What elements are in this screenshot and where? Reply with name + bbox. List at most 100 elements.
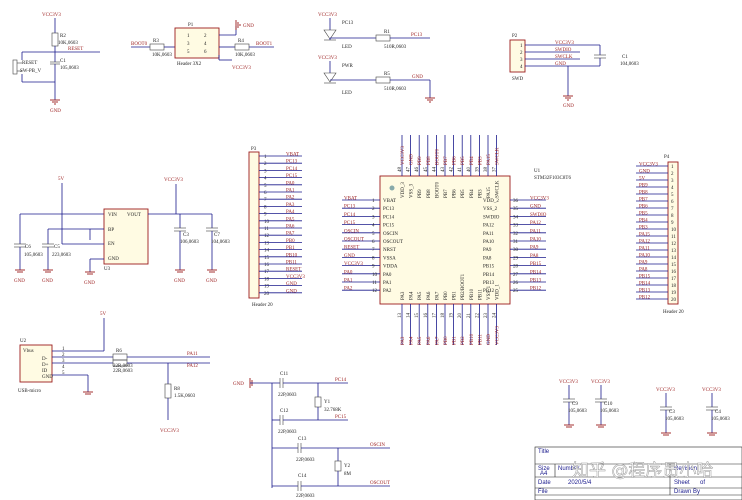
p4-net-label: PA11: [639, 247, 650, 252]
r3-ref: R3: [153, 39, 159, 44]
mcu-bottom-net: PB2: [461, 336, 466, 345]
mcu-bottom-pin: 23: [484, 313, 489, 319]
p4-pin-num: 9: [671, 221, 674, 226]
mcu-bottom-pin: 14: [407, 313, 412, 319]
tb-sheet: Sheet: [674, 480, 690, 486]
mcu-right-inner: PA9: [483, 248, 492, 253]
mcu-bottom-pin: 16: [424, 313, 429, 319]
tb-date-val: 2020/5/4: [568, 480, 592, 486]
p4-net-label: PB9: [639, 184, 648, 189]
mcu-top-pin: 46: [415, 167, 420, 173]
usb-pin-num: 1: [62, 347, 65, 352]
p4-pin-num: 1: [671, 165, 674, 170]
mcu-left-inner: PA1: [383, 281, 392, 286]
r8-ref: R8: [174, 387, 180, 392]
mcu-bottom-net: PA7: [435, 336, 440, 345]
mcu-right-pin: 31: [513, 240, 519, 245]
usb-pin: Vbus: [23, 349, 34, 354]
usb-pin: GND: [42, 375, 53, 380]
led-pwr-gnd: GND: [412, 75, 423, 80]
mcu-left-pin: 4: [372, 224, 375, 229]
mcu-top-inner: PA15: [487, 187, 492, 198]
r6-ref: R6: [116, 349, 122, 354]
mcu-top-net: PB5: [461, 156, 466, 165]
c11-ref: C11: [280, 372, 289, 377]
c12-value: 22P,0603: [278, 430, 297, 435]
mcu-left-pin: 5: [372, 232, 375, 237]
mcu-top-inner: PB3: [478, 189, 483, 198]
mcu-left-net: GND: [344, 254, 355, 259]
p3-net-label: RESET: [286, 268, 301, 273]
r2-value: 10K,0603: [58, 41, 78, 46]
mcu-right-net: PB13: [530, 279, 542, 284]
p4-net-label: PB4: [639, 219, 648, 224]
mcu-top-net: PB9: [418, 156, 423, 165]
mcu-right-inner: PA8: [483, 256, 492, 261]
p3-pin-num: 12: [264, 234, 270, 239]
tb-revision: Revision: [674, 466, 697, 472]
mcu-right-inner: PB13: [483, 281, 495, 286]
mcu-top-pin: 44: [432, 167, 437, 173]
p3-net-label: PB11: [286, 261, 297, 266]
crystal-icon: [334, 460, 342, 472]
p3-pin-num: 2: [264, 162, 267, 167]
decap-value: 105,0603: [665, 417, 684, 422]
mcu-left-inner: PC14: [383, 215, 395, 220]
led-pc13-type: LED: [342, 45, 352, 50]
usb-pin-num: 3: [62, 359, 65, 364]
p3-net-label: PB10: [286, 253, 298, 258]
p3-pin-num: 11: [264, 227, 269, 232]
mcu-right-pin: 32: [513, 232, 519, 237]
p4-net-label: GND: [639, 170, 650, 175]
gnd-label: GND: [42, 279, 53, 284]
mcu-bottom-inner: PA5: [418, 291, 423, 300]
usb-pin-num: 2: [62, 353, 65, 358]
mcu-right-inner: PA12: [483, 224, 494, 229]
usb-5v: 5V: [100, 312, 107, 317]
mcu-left-pin: 7: [372, 248, 375, 253]
mcu-bottom-pin: 24: [493, 313, 498, 319]
decap-vcc: VCC3V3: [559, 380, 578, 385]
p3-net-label: PB1: [286, 246, 295, 251]
p3-net-label: PA3: [286, 203, 295, 208]
switch-label: RESET: [22, 61, 37, 66]
mcu-left-net: RESET: [344, 246, 359, 251]
mcu-left-inner: VDDA: [383, 265, 398, 270]
mcu-left-inner: PC13: [383, 207, 395, 212]
mcu-right-net: VCC3V3: [530, 197, 549, 202]
mcu-top-pin: 37: [493, 167, 498, 173]
mcu-bottom-net: PA5: [418, 336, 423, 345]
reg-in-net: 5V: [58, 177, 65, 182]
mcu-right-net: PA8: [530, 254, 539, 259]
crystal-pc14: PC14: [335, 378, 347, 383]
swd-net: SWDIO: [555, 48, 572, 53]
p4-pin-num: 14: [671, 256, 677, 261]
p3-pin-num: 5: [264, 184, 267, 189]
gnd-label: GND: [206, 279, 217, 284]
r3-value: 10K,0603: [152, 53, 172, 58]
title-block: Title Size A4 Number Revision Date 2020/…: [534, 446, 742, 500]
mcu-left-net: PA0: [344, 270, 353, 275]
p4-net-label: PA8: [639, 268, 648, 273]
usb-pa12: PA12: [187, 364, 198, 369]
decap-vcc: VCC3V3: [656, 388, 675, 393]
ground-icon: [50, 99, 60, 105]
p1-gnd: GND: [243, 24, 254, 29]
p2-body: [509, 39, 526, 73]
mcu-bottom-inner: PA6: [427, 291, 432, 300]
p3-pin-num: 18: [264, 277, 270, 282]
regulator-u3: 5V VIN BP EN GND VOUT U3 C6 105,0603 C5 …: [14, 177, 230, 286]
p4-net-label: PB6: [639, 205, 648, 210]
mcu-left-inner: PA2: [383, 289, 392, 294]
p3-pin-num: 20: [264, 292, 270, 297]
mcu-bottom-inner: PA3: [401, 291, 406, 300]
p4-pin-num: 4: [671, 186, 674, 191]
mcu-right-net: PA12: [530, 221, 541, 226]
mcu-top-net: PB3: [478, 156, 483, 165]
p4-pin-num: 12: [671, 242, 677, 247]
mcu-top-inner: PB4: [470, 189, 475, 198]
p4-pin-num: 10: [671, 228, 677, 233]
r6-value: 22R,0603: [113, 364, 133, 369]
c7-value: 104,0603: [211, 240, 230, 245]
p3-net-label: PA5: [286, 217, 295, 222]
